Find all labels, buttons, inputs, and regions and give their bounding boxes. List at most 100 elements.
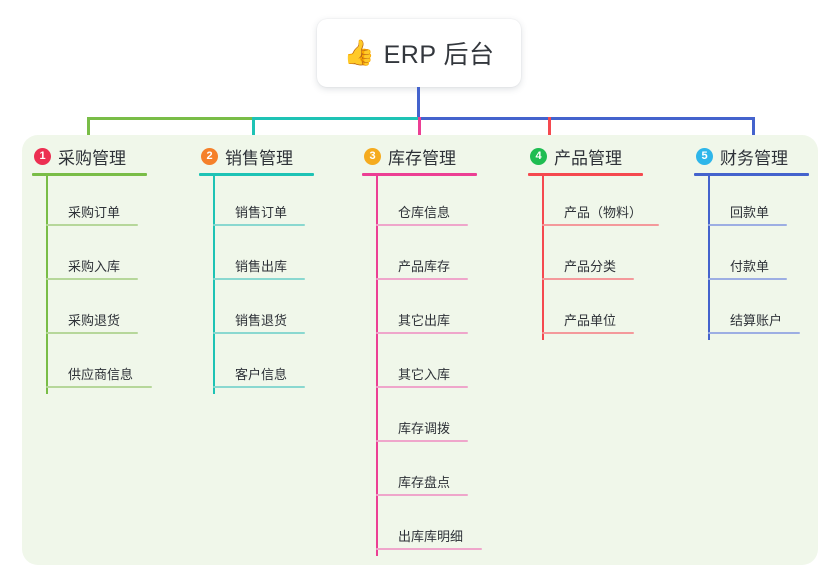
branch-underline — [528, 173, 643, 176]
branch-item-underline — [213, 332, 305, 334]
branch-title: 财务管理 — [720, 148, 788, 168]
drop-purchase — [87, 117, 90, 143]
drop-inventory — [418, 117, 421, 143]
branch-item[interactable]: 付款单 — [708, 230, 809, 284]
branch-item-label: 付款单 — [730, 259, 770, 274]
branch-number-badge: 3 — [364, 147, 381, 165]
branch-column: 1 采购管理采购订单采购入库采购退货供应商信息 — [32, 145, 152, 394]
branch-item-label: 产品单位 — [564, 313, 617, 328]
branch-item[interactable]: 产品（物料） — [542, 176, 659, 230]
branch-items: 采购订单采购入库采购退货供应商信息 — [32, 176, 152, 394]
branch-item[interactable]: 产品单位 — [542, 284, 643, 338]
branch-spine — [213, 176, 215, 394]
branch-item[interactable]: 仓库信息 — [376, 176, 477, 230]
branch-item[interactable]: 供应商信息 — [46, 338, 152, 392]
branch-item[interactable]: 客户信息 — [213, 338, 314, 392]
branch-item-underline — [376, 224, 468, 226]
branch-item-label: 产品（物料） — [564, 205, 643, 220]
branch-column: 3 库存管理仓库信息产品库存其它出库其它入库库存调拨库存盘点出库库明细 — [362, 145, 482, 556]
root-title: ERP 后台 — [383, 41, 495, 69]
branch-item[interactable]: 销售出库 — [213, 230, 314, 284]
branch-item-underline — [213, 224, 305, 226]
branch-header[interactable]: 3 库存管理 — [362, 145, 477, 168]
branch-item[interactable]: 其它入库 — [376, 338, 477, 392]
root-node[interactable]: 👍 ERP 后台 — [317, 19, 521, 87]
branch-items: 回款单付款单结算账户 — [694, 176, 809, 340]
drop-sales — [252, 117, 255, 143]
branch-item-underline — [46, 386, 152, 388]
branch-item[interactable]: 销售订单 — [213, 176, 314, 230]
branch-item-underline — [376, 386, 468, 388]
branch-item-label: 销售订单 — [235, 205, 288, 220]
branch-item-label: 客户信息 — [235, 367, 288, 382]
branch-spine — [542, 176, 544, 340]
branch-underline — [362, 173, 477, 176]
branch-number-badge: 1 — [34, 147, 51, 165]
branch-item[interactable]: 出库库明细 — [376, 500, 482, 554]
branch-item-label: 其它出库 — [398, 313, 451, 328]
branch-item-underline — [708, 278, 787, 280]
branch-item-underline — [213, 386, 305, 388]
branch-header[interactable]: 4 产品管理 — [528, 145, 643, 168]
branch-item-label: 供应商信息 — [68, 367, 134, 382]
branch-spine — [46, 176, 48, 394]
branch-item-label: 结算账户 — [730, 313, 783, 328]
branch-item-label: 产品库存 — [398, 259, 451, 274]
branch-item-label: 采购退货 — [68, 313, 121, 328]
root-stem — [417, 87, 420, 120]
bar-blue — [418, 117, 753, 120]
drop-product — [548, 117, 551, 143]
branch-item-underline — [46, 278, 138, 280]
branch-underline — [199, 173, 314, 176]
branch-item-label: 采购入库 — [68, 259, 121, 274]
branch-number-badge: 2 — [201, 147, 218, 165]
branch-spine — [376, 176, 378, 556]
branch-column: 4 产品管理产品（物料） 产品分类产品单位 — [528, 145, 659, 340]
branch-item-underline — [213, 278, 305, 280]
branch-title: 产品管理 — [554, 148, 622, 168]
branch-items: 仓库信息产品库存其它出库其它入库库存调拨库存盘点出库库明细 — [362, 176, 482, 556]
branch-title: 库存管理 — [388, 148, 456, 168]
branch-item-underline — [376, 548, 482, 550]
branch-underline — [32, 173, 147, 176]
branch-item[interactable]: 采购订单 — [46, 176, 147, 230]
branch-item[interactable]: 采购入库 — [46, 230, 147, 284]
drop-finance — [752, 117, 755, 143]
branch-underline — [694, 173, 809, 176]
branch-item[interactable]: 其它出库 — [376, 284, 477, 338]
branch-item[interactable]: 库存盘点 — [376, 446, 477, 500]
branch-item-underline — [542, 278, 634, 280]
branch-item-label: 其它入库 — [398, 367, 451, 382]
branch-item-underline — [376, 278, 468, 280]
branch-item-underline — [542, 332, 634, 334]
branch-item-label: 回款单 — [730, 205, 770, 220]
branch-item[interactable]: 结算账户 — [708, 284, 809, 338]
branch-item-underline — [46, 224, 138, 226]
branch-item-underline — [376, 494, 468, 496]
branch-header[interactable]: 1 采购管理 — [32, 145, 147, 168]
branch-title: 销售管理 — [225, 148, 293, 168]
branch-item[interactable]: 销售退货 — [213, 284, 314, 338]
branch-spine — [708, 176, 710, 340]
branch-item-underline — [708, 332, 800, 334]
branch-title: 采购管理 — [58, 148, 126, 168]
branch-header[interactable]: 2 销售管理 — [199, 145, 314, 168]
thumbs-up-icon: 👍 — [343, 38, 375, 67]
branch-item-label: 销售出库 — [235, 259, 288, 274]
branch-item[interactable]: 采购退货 — [46, 284, 147, 338]
branch-item-label: 产品分类 — [564, 259, 617, 274]
branch-number-badge: 4 — [530, 147, 547, 165]
branch-item-underline — [542, 224, 659, 226]
branch-item-label: 销售退货 — [235, 313, 288, 328]
branch-column: 2 销售管理销售订单销售出库销售退货客户信息 — [199, 145, 314, 394]
branch-item-label: 仓库信息 — [398, 205, 451, 220]
branches-panel — [22, 135, 818, 565]
branch-item[interactable]: 回款单 — [708, 176, 809, 230]
branch-item[interactable]: 产品分类 — [542, 230, 643, 284]
branch-item[interactable]: 库存调拨 — [376, 392, 477, 446]
bar-teal — [252, 117, 419, 120]
branch-item[interactable]: 产品库存 — [376, 230, 477, 284]
